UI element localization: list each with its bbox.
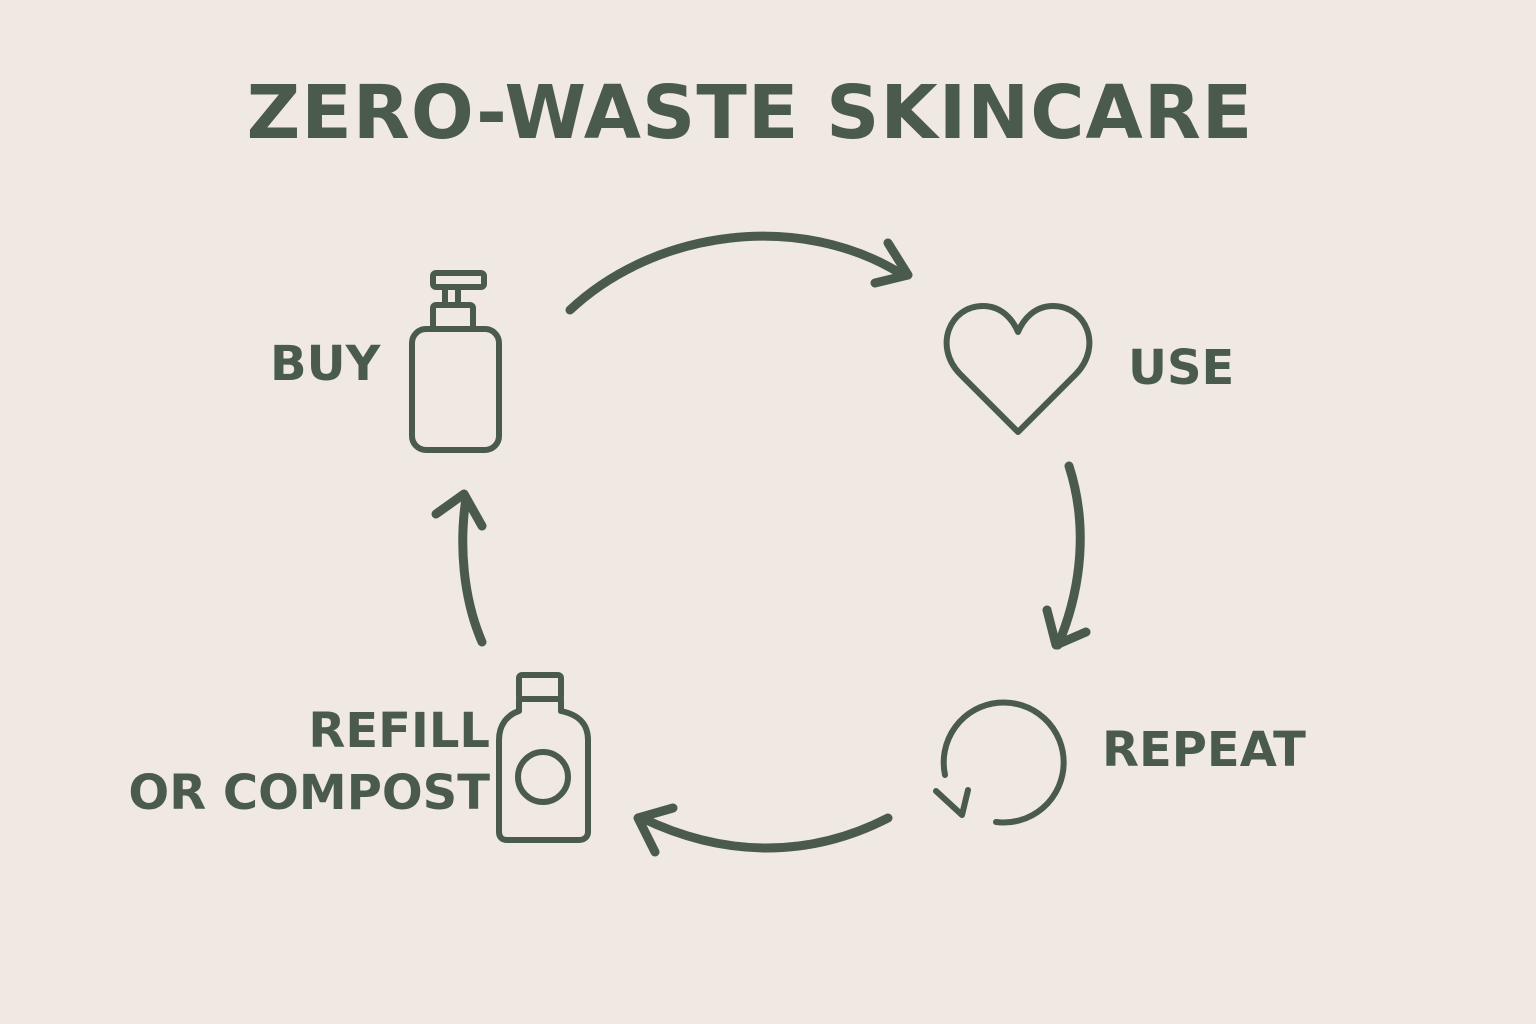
arrow-use-to-repeat — [1042, 461, 1091, 650]
step-label-buy: BUY — [270, 336, 381, 392]
page-title: ZERO-WASTE SKINCARE — [246, 70, 1254, 156]
refill-bottle-icon — [496, 672, 591, 843]
step-label-refill-line1: REFILL — [308, 703, 490, 759]
pump-bottle-icon — [409, 270, 502, 453]
arrow-repeat-to-refill — [633, 803, 893, 857]
step-label-use: USE — [1128, 340, 1235, 396]
arrow-refill-to-buy — [431, 489, 487, 647]
arrow-buy-to-use — [565, 231, 913, 315]
step-label-refill-line2: OR COMPOST — [128, 765, 490, 822]
step-label-repeat: REPEAT — [1102, 722, 1306, 778]
step-label-refill: REFILL OR COMPOST — [100, 700, 490, 825]
cycle-arrow-icon — [933, 699, 1067, 826]
heart-icon — [943, 303, 1093, 435]
